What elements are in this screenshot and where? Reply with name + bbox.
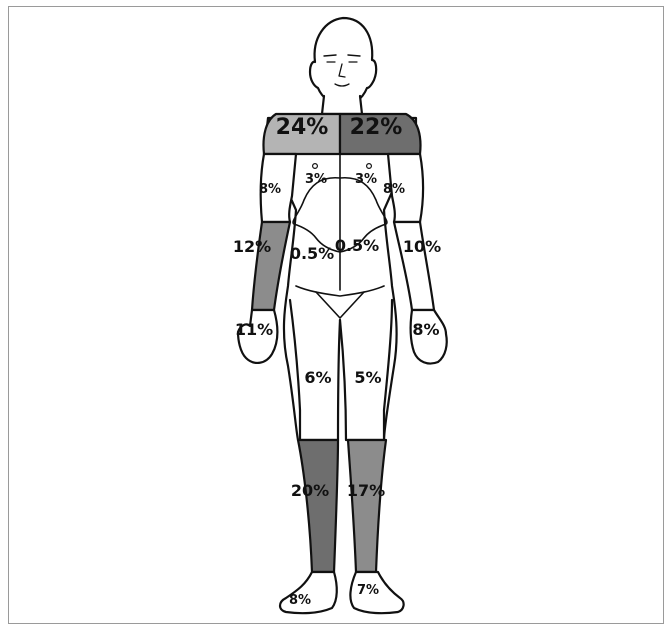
label-right-upper-arm: 8% — [259, 182, 281, 197]
label-left-abdomen: 0.5% — [335, 236, 379, 255]
label-left-shoulder: 22% — [350, 115, 403, 140]
label-right-foot: 8% — [289, 593, 311, 608]
label-right-shoulder: 24% — [276, 115, 329, 140]
left-nipple — [367, 164, 372, 169]
left-shin — [348, 440, 386, 572]
label-left-forearm: 10% — [403, 237, 441, 256]
label-left-foot: 7% — [357, 583, 379, 598]
label-right-thigh: 6% — [304, 368, 331, 387]
label-left-thigh: 5% — [354, 368, 381, 387]
label-right-chest: 3% — [305, 172, 327, 187]
label-left-hand: 8% — [412, 320, 439, 339]
right-nipple — [313, 164, 318, 169]
left-eyebrow — [348, 55, 360, 56]
label-left-upper-arm: 8% — [383, 182, 405, 197]
label-left-chest: 3% — [355, 172, 377, 187]
right-shin — [298, 440, 338, 572]
label-left-shin: 17% — [347, 481, 385, 500]
label-right-forearm: 12% — [233, 237, 271, 256]
label-right-abdomen: 0.5% — [290, 244, 334, 263]
neck — [322, 96, 362, 114]
right-forearm — [252, 222, 290, 310]
label-right-hand: 11% — [235, 320, 273, 339]
left-forearm — [394, 222, 434, 310]
head — [310, 18, 376, 106]
right-eyebrow — [324, 55, 336, 56]
label-right-shin: 20% — [291, 481, 329, 500]
